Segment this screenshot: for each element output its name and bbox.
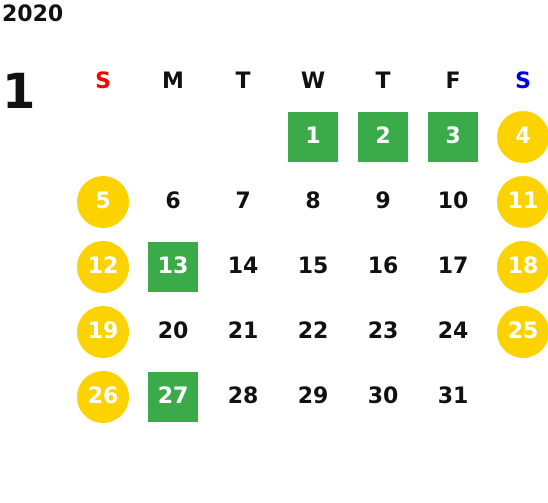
day-cell: 30 [348,364,418,429]
day-cell: 23 [348,299,418,364]
day-cell [208,104,278,169]
holiday-day: 13 [148,241,198,292]
weekend-day: 11 [497,175,548,228]
day-cell [68,104,138,169]
month-label: 1 [2,64,36,120]
weekday-label: S [515,68,531,94]
week-row: 26 27 28 29 30 31 [68,364,548,429]
holiday-day: 2 [358,111,408,162]
weekday-label: M [162,68,184,94]
day-number: 16 [367,254,399,279]
day-cell: 19 [68,299,138,364]
holiday-day: 3 [428,111,478,162]
day-cell: 13 [138,234,208,299]
day-cell: 29 [278,364,348,429]
day-cell: 1 [278,104,348,169]
day-cell: 21 [208,299,278,364]
day-number: 6 [165,189,181,214]
weekend-day: 19 [77,305,129,358]
day-cell: 5 [68,169,138,234]
weekday-label: T [375,68,391,94]
weekday-label: S [95,68,111,94]
weekend-day: 5 [77,175,129,228]
weekend-day: 26 [77,370,129,423]
day-number: 31 [437,384,469,409]
day-cell: 12 [68,234,138,299]
day-cell: 7 [208,169,278,234]
day-cell: 27 [138,364,208,429]
day-cell: 8 [278,169,348,234]
day-cell: 6 [138,169,208,234]
weekday-label: F [445,68,461,94]
day-cell: 28 [208,364,278,429]
weekend-day: 25 [497,305,548,358]
weekday-label: T [235,68,251,94]
day-cell: 31 [418,364,488,429]
holiday-day: 1 [288,111,338,162]
day-number: 17 [437,254,469,279]
day-number: 29 [297,384,329,409]
day-number: 20 [157,319,189,344]
day-number: 23 [367,319,399,344]
day-number: 30 [367,384,399,409]
week-row: 5 6 7 8 9 10 11 [68,169,548,234]
day-cell: 2 [348,104,418,169]
day-cell: 26 [68,364,138,429]
day-cell: 24 [418,299,488,364]
holiday-day: 27 [148,371,198,422]
week-row: 12 13 14 15 16 17 18 [68,234,548,299]
day-cell: 3 [418,104,488,169]
year-label: 2020 [2,2,64,27]
day-cell: 11 [488,169,548,234]
day-cell: 4 [488,104,548,169]
day-number: 10 [437,189,469,214]
day-number: 21 [227,319,259,344]
weekend-day: 12 [77,240,129,293]
weekday-label: W [300,68,326,94]
day-cell: 10 [418,169,488,234]
day-cell: 9 [348,169,418,234]
day-cell: 14 [208,234,278,299]
week-row: 19 20 21 22 23 24 25 [68,299,548,364]
day-number: 22 [297,319,329,344]
day-cell: 25 [488,299,548,364]
day-number: 7 [235,189,251,214]
day-number: 15 [297,254,329,279]
day-cell [138,104,208,169]
day-cell: 20 [138,299,208,364]
day-cell: 18 [488,234,548,299]
day-number: 14 [227,254,259,279]
day-number: 8 [305,189,321,214]
day-cell: 15 [278,234,348,299]
day-cell: 17 [418,234,488,299]
day-cell: 22 [278,299,348,364]
day-number: 28 [227,384,259,409]
weekend-day: 18 [497,240,548,293]
weekday-header-row: S M T W T F S [68,58,548,104]
day-cell: 16 [348,234,418,299]
day-number: 9 [375,189,391,214]
day-number: 24 [437,319,469,344]
weekend-day: 4 [497,110,548,163]
day-cell [488,364,548,429]
